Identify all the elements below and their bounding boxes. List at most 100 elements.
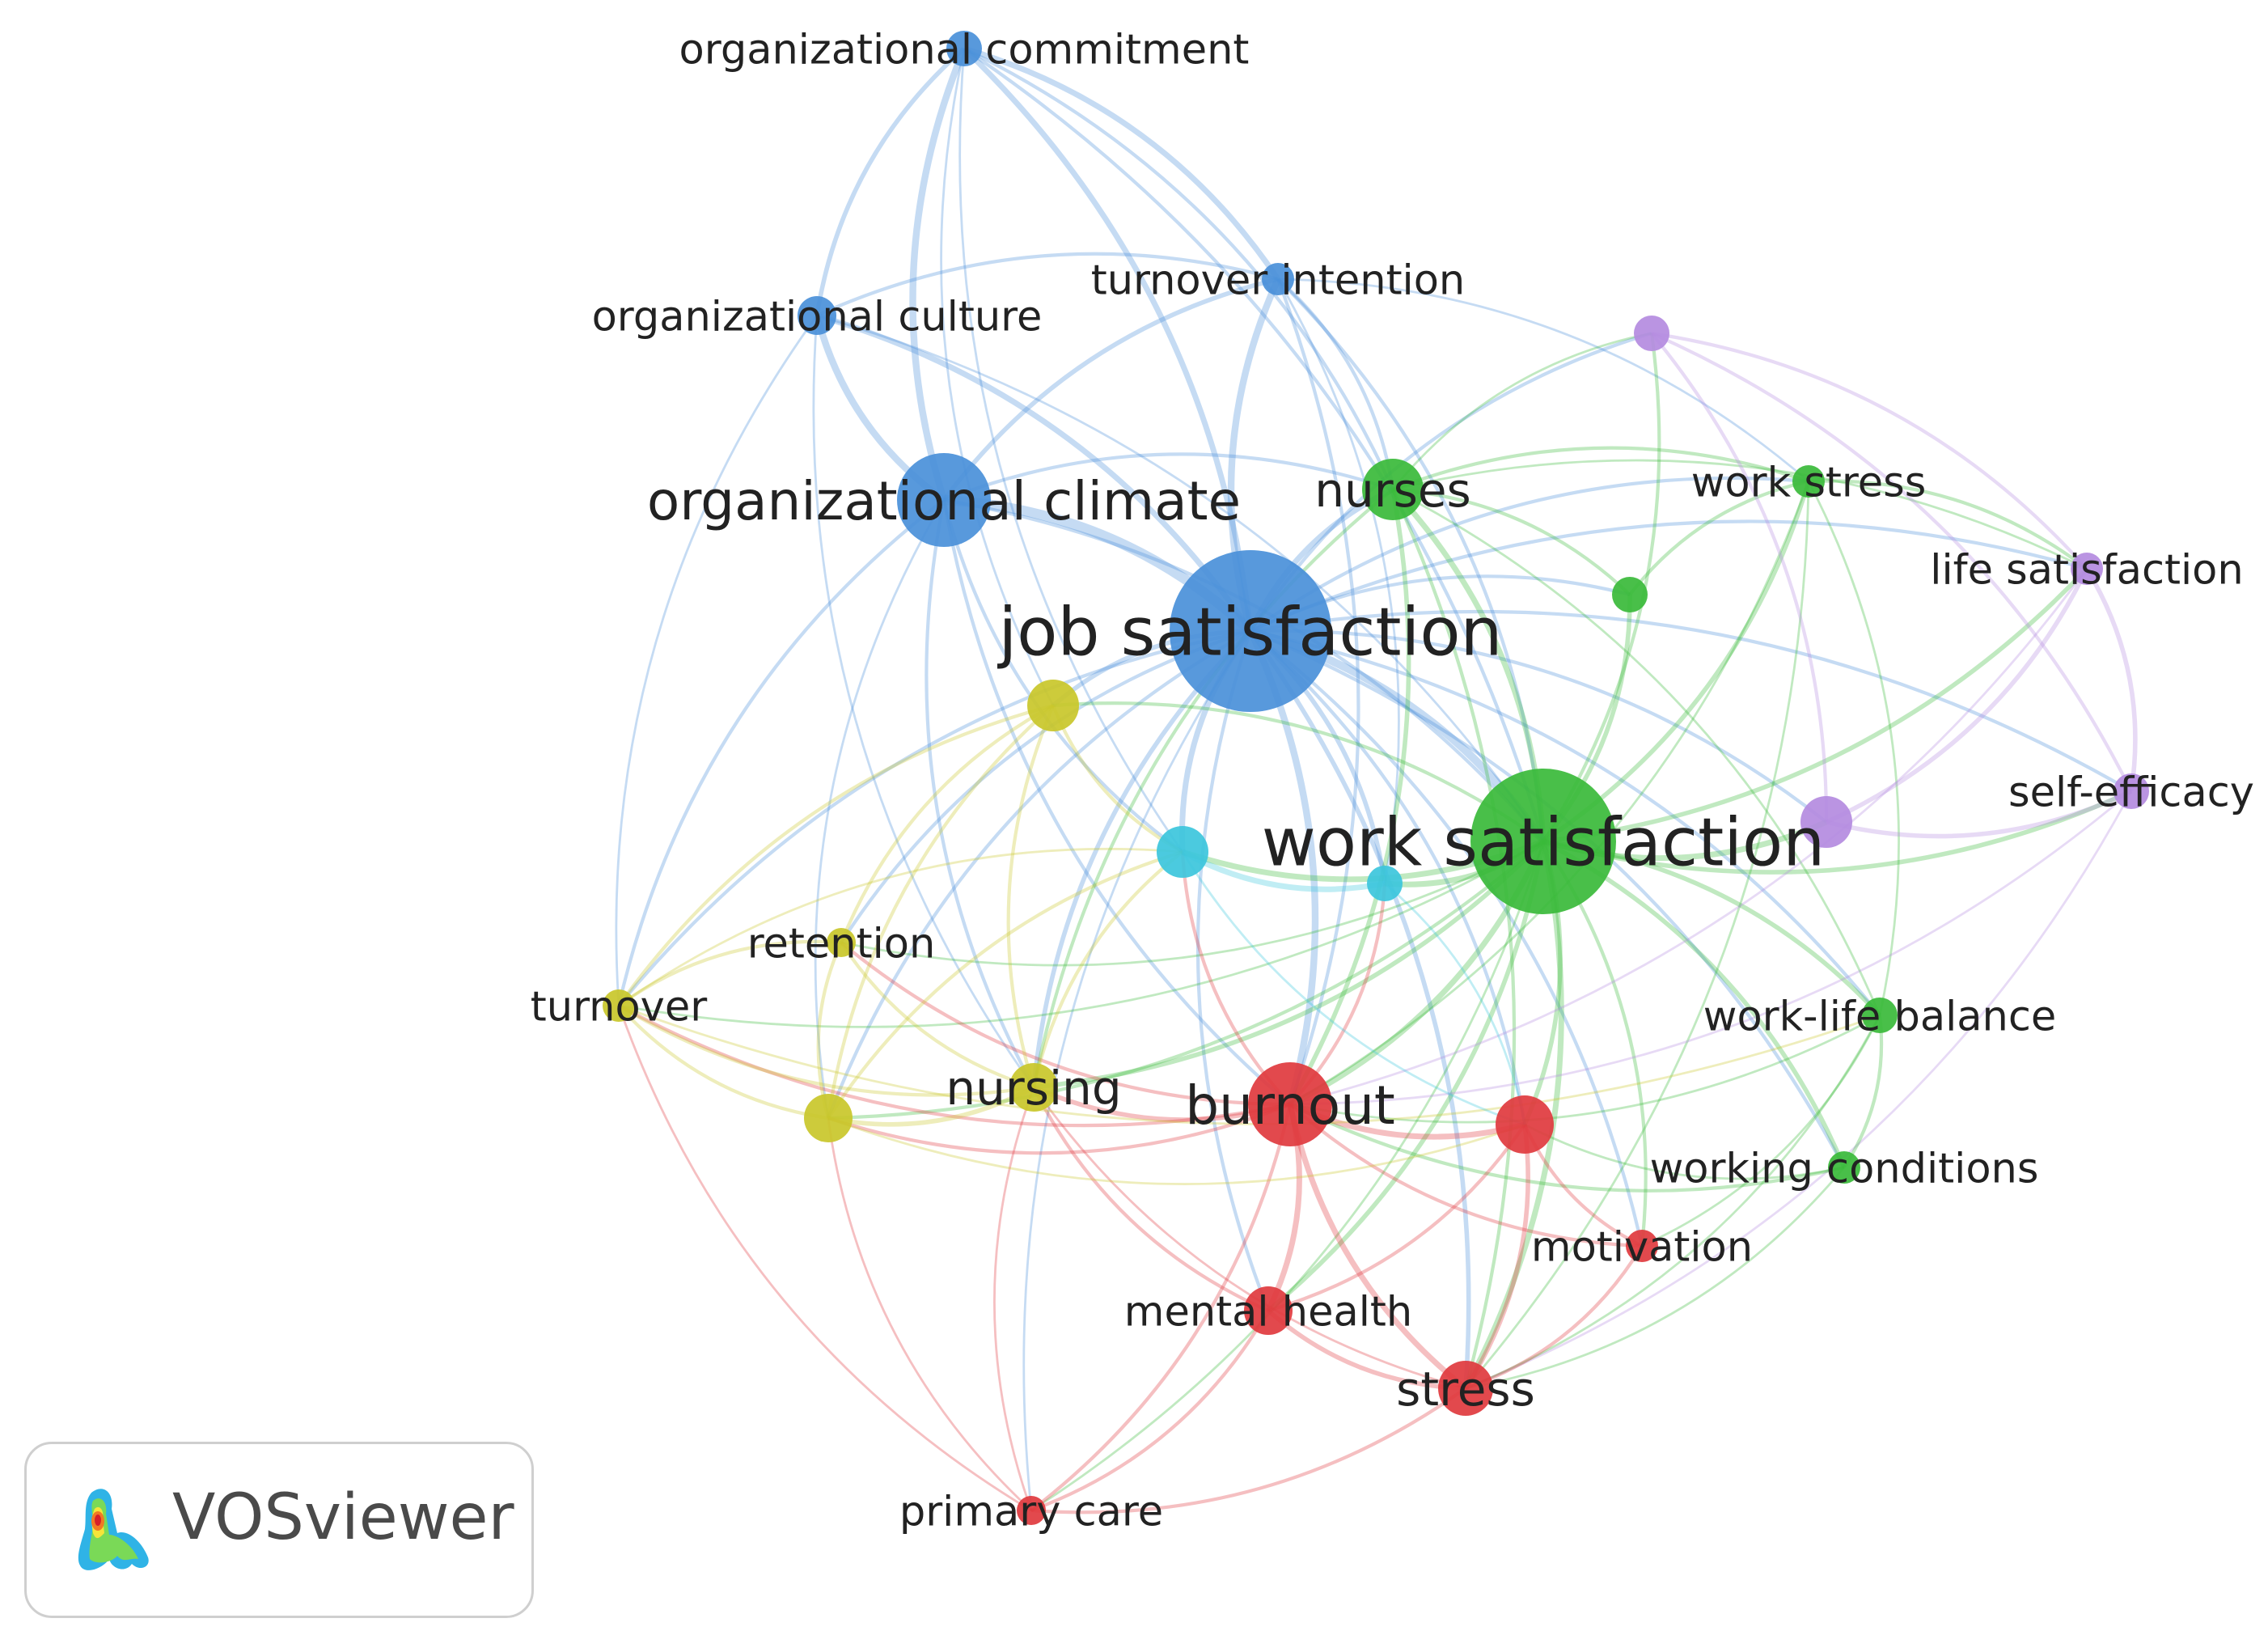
edge-job_satisfaction-turnover xyxy=(617,629,1251,1007)
node-life-satisfaction[interactable] xyxy=(2071,553,2103,585)
edge-burnout-turnover xyxy=(618,1004,1291,1128)
node-organizational-commitment[interactable] xyxy=(946,31,982,66)
label-nursing: nursing xyxy=(946,1061,1121,1116)
node-work-satisfaction[interactable] xyxy=(1470,769,1616,914)
node-motivation[interactable] xyxy=(1626,1230,1658,1262)
edge-nurses-green_unlabeled xyxy=(1392,487,1631,596)
edge-work_satisfaction-life_satisfaction xyxy=(1542,567,2089,844)
node-work-life-balance[interactable] xyxy=(1862,998,1898,1033)
node-work-stress[interactable] xyxy=(1792,465,1825,498)
edge-work_stress-life_satisfaction xyxy=(1808,479,2088,570)
edge-work_satisfaction-turnover xyxy=(618,840,1544,1028)
node-burnout[interactable] xyxy=(1248,1062,1332,1146)
label-organizational-culture: organizational culture xyxy=(592,293,1043,341)
edge-self_efficacy-purple_unlabeled_top xyxy=(1651,332,2133,792)
node-red-unlabeled[interactable] xyxy=(1496,1095,1554,1154)
edge-job_satisfaction-mental_health xyxy=(1195,630,1270,1311)
edge-turnover_intention-burnout xyxy=(1276,278,1360,1105)
edge-organizational_culture-turnover_intention xyxy=(816,252,1279,317)
network-nodes xyxy=(603,31,2149,1525)
edge-organizational_climate-nursing xyxy=(925,499,1035,1089)
edge-work_satisfaction-retention xyxy=(840,840,1544,967)
node-cyan-left[interactable] xyxy=(1157,826,1208,878)
vosviewer-logo: VOSviewer xyxy=(24,1442,534,1618)
node-mental-health[interactable] xyxy=(1244,1286,1293,1335)
edge-burnout-yellow_unlabeled_bottom xyxy=(827,1103,1291,1155)
edge-organizational_climate-turnover xyxy=(616,498,946,1006)
label-life-satisfaction: life satisfaction xyxy=(1930,546,2243,594)
edge-organizational_commitment-turnover_intention xyxy=(963,45,1280,281)
edge-turnover-cyan_left xyxy=(618,847,1183,1007)
edge-organizational_culture-nursing xyxy=(812,315,1035,1088)
node-turnover-intention[interactable] xyxy=(1262,263,1294,295)
edge-purple_unlabeled_top-purple_unlabeled_mid xyxy=(1650,332,1829,823)
edge-nursing-cyan_left xyxy=(1031,850,1184,1088)
edge-life_satisfaction-burnout xyxy=(1289,568,2088,1106)
edge-nurses-life_satisfaction xyxy=(1392,459,2088,570)
edge-working_conditions-burnout xyxy=(1289,1103,1845,1193)
label-working-conditions: working conditions xyxy=(1650,1145,2039,1193)
edge-stress-mental_health xyxy=(1267,1308,1466,1391)
edge-job_satisfaction-motivation xyxy=(1249,629,1644,1247)
node-cyan-right[interactable] xyxy=(1367,866,1403,901)
edge-organizational_climate-organizational_commitment xyxy=(909,47,967,502)
edge-life_satisfaction-purple_unlabeled_top xyxy=(1651,331,2088,570)
node-primary-care[interactable] xyxy=(1017,1496,1046,1525)
edge-job_satisfaction-primary_care xyxy=(1022,630,1252,1511)
edge-organizational_commitment-yellow_unlabeled_top xyxy=(940,48,1055,706)
edge-organizational_climate-turnover_intention xyxy=(941,277,1279,502)
edge-primary_care-yellow_unlabeled_bottom xyxy=(827,1117,1032,1512)
edge-turnover-yellow_unlabeled_top xyxy=(617,703,1054,1007)
edge-working_conditions-stress xyxy=(1465,1167,1846,1390)
edge-yellow_unlabeled_top-yellow_unlabeled_bottom xyxy=(826,704,1055,1119)
edge-work_satisfaction-primary_care xyxy=(1030,841,1545,1512)
edge-nurses-burnout xyxy=(1288,489,1411,1106)
edge-work_life_balance-motivation xyxy=(1641,1015,1881,1248)
edge-stress-nursing xyxy=(1032,1087,1466,1390)
edge-self_efficacy-burnout xyxy=(1289,790,2132,1106)
edge-turnover_intention-nurses xyxy=(1276,277,1395,490)
edge-organizational_commitment-cyan_left xyxy=(958,48,1184,853)
node-purple-unlabeled-top[interactable] xyxy=(1634,316,1669,351)
node-yellow-unlabeled-bottom[interactable] xyxy=(804,1094,853,1142)
label-motivation: motivation xyxy=(1531,1223,1753,1271)
node-stress[interactable] xyxy=(1438,1361,1493,1416)
node-purple-unlabeled-mid[interactable] xyxy=(1800,796,1852,848)
node-organizational-culture[interactable] xyxy=(798,296,836,335)
edge-nurses-work_stress xyxy=(1392,446,1809,491)
edge-burnout-retention xyxy=(840,941,1291,1107)
edge-self_efficacy-stress xyxy=(1465,790,2133,1390)
label-turnover-intention: turnover intention xyxy=(1091,256,1466,304)
edge-turnover-retention xyxy=(617,939,842,1007)
edge-cyan_right-red_unlabeled xyxy=(1384,882,1526,1125)
edge-primary_care-turnover xyxy=(617,1005,1032,1512)
node-green-unlabeled[interactable] xyxy=(1612,577,1648,612)
edge-work_stress-work_life_balance xyxy=(1807,481,1900,1016)
edge-nursing-turnover xyxy=(617,1004,1035,1097)
edge-job_satisfaction-stress xyxy=(1248,629,1471,1389)
node-nurses[interactable] xyxy=(1362,459,1424,520)
edge-nurses-purple_unlabeled_top xyxy=(1391,332,1652,490)
label-primary-care: primary care xyxy=(899,1488,1163,1536)
edge-nursing-yellow_unlabeled_top xyxy=(1006,705,1055,1088)
label-job-satisfaction: job satisfaction xyxy=(997,595,1503,671)
edge-life_satisfaction-purple_unlabeled_mid xyxy=(1825,567,2089,824)
edge-turnover-work_life_balance xyxy=(618,1004,1881,1125)
node-yellow-unlabeled-top[interactable] xyxy=(1027,680,1079,731)
node-job-satisfaction[interactable] xyxy=(1170,550,1331,712)
vosviewer-logo-text: VOSviewer xyxy=(172,1481,514,1554)
edge-organizational_culture-turnover xyxy=(615,315,819,1006)
edge-turnover_intention-work_stress xyxy=(1277,277,1809,483)
edge-organizational_culture-work_satisfaction xyxy=(816,314,1545,842)
node-organizational-climate[interactable] xyxy=(897,453,991,547)
node-self-efficacy[interactable] xyxy=(2114,773,2149,809)
node-retention[interactable] xyxy=(827,928,856,957)
edge-turnover_intention-cyan_right xyxy=(1276,278,1400,884)
edge-job_satisfaction-red_unlabeled xyxy=(1249,629,1527,1125)
edge-nurses-nursing xyxy=(1031,488,1394,1088)
node-working-conditions[interactable] xyxy=(1828,1151,1860,1184)
edge-work_stress-green_unlabeled xyxy=(1628,479,1809,596)
node-turnover[interactable] xyxy=(603,989,635,1022)
label-work-life-balance: work-life balance xyxy=(1703,993,2057,1040)
node-nursing[interactable] xyxy=(1009,1063,1058,1112)
